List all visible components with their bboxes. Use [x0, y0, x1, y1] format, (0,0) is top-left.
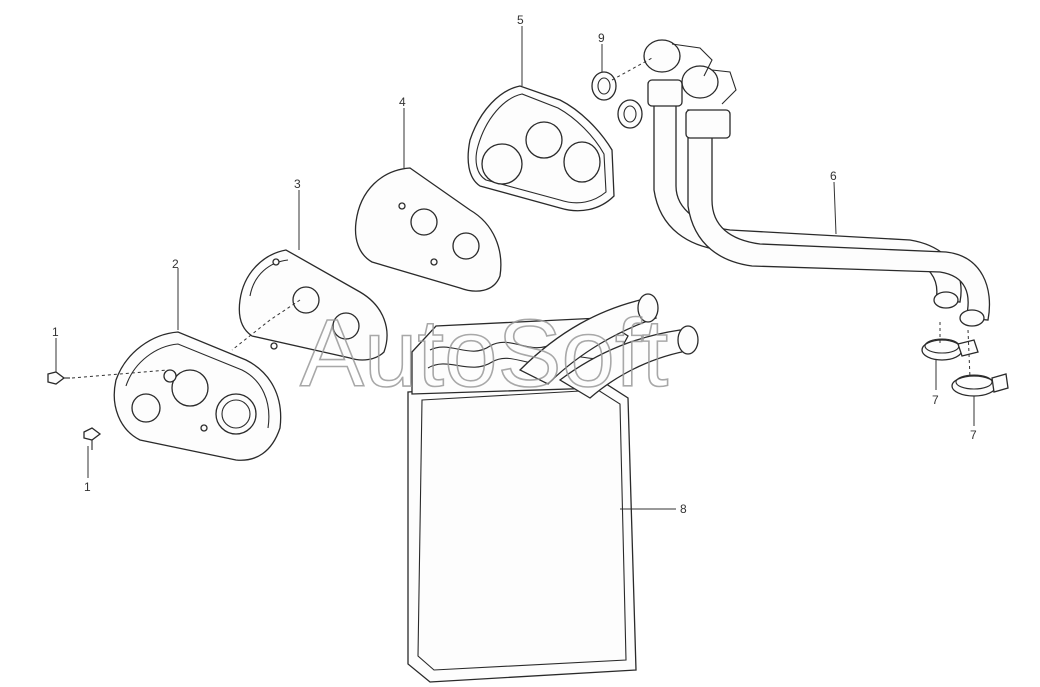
hose-clamps	[921, 322, 1009, 397]
gasket-plate-4	[354, 167, 502, 292]
callout-7-right: 7	[970, 428, 977, 442]
callout-labels: 1 1 2 3 4 5 6 7 7 8 9	[52, 13, 977, 516]
seal-rings	[591, 57, 653, 129]
callout-4: 4	[399, 95, 406, 109]
watermark-text: AutoSoft	[300, 300, 668, 407]
callout-8: 8	[680, 502, 687, 516]
screws	[47, 369, 169, 450]
callout-6: 6	[830, 169, 837, 183]
callout-1-bottom: 1	[84, 480, 91, 494]
callout-7-left: 7	[932, 393, 939, 407]
cover-plate-2	[113, 331, 282, 461]
callout-5: 5	[517, 13, 524, 27]
callout-1-top: 1	[52, 325, 59, 339]
heater-core	[407, 293, 699, 683]
heater-hoses	[643, 39, 991, 327]
callout-9: 9	[598, 31, 605, 45]
callout-3: 3	[294, 177, 301, 191]
leader-lines	[55, 26, 975, 510]
gasket-plate-3	[231, 249, 388, 361]
callout-2: 2	[172, 257, 179, 271]
flange-plate-5	[467, 85, 615, 212]
